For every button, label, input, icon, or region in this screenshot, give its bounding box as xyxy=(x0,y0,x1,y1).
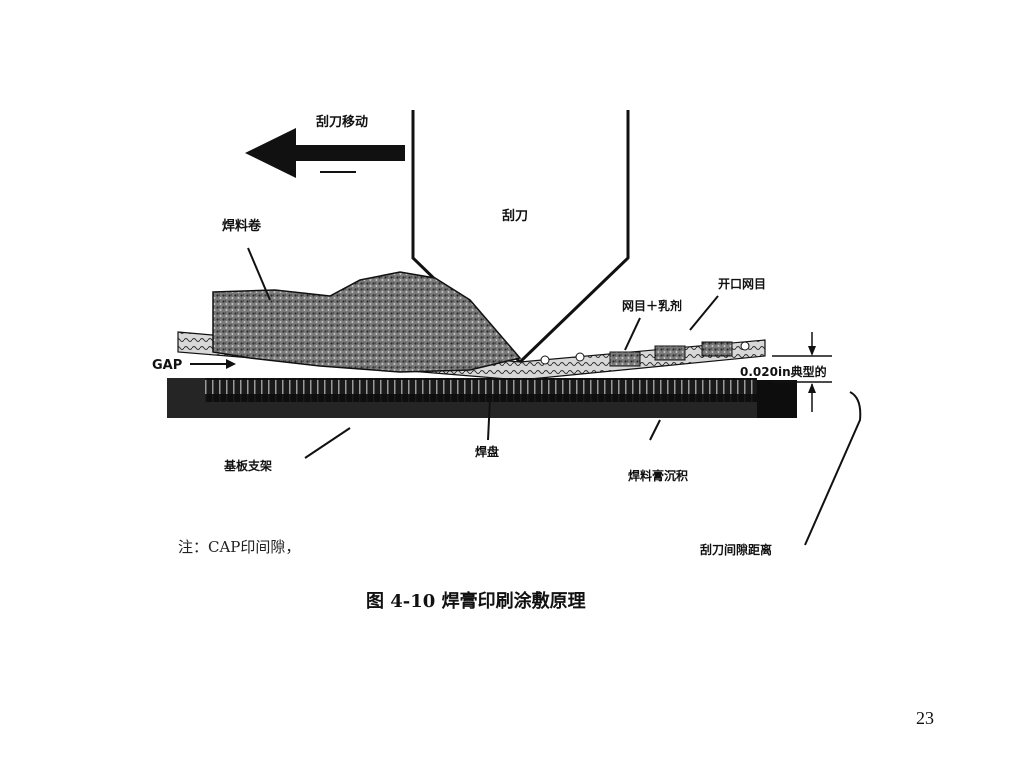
label-thickness: 0.020in典型的 xyxy=(740,364,827,379)
stencil-screen xyxy=(177,331,766,381)
leader-lines xyxy=(247,247,862,546)
label-mesh-emulsion: 网目＋乳剂 xyxy=(622,298,682,313)
label-blade-move: 刮刀移动 xyxy=(316,114,368,130)
paste-deposits xyxy=(540,341,750,367)
thickness-dimension xyxy=(772,332,832,412)
gap-arrow xyxy=(190,359,236,369)
label-pad: 焊盘 xyxy=(475,444,499,459)
label-gap: GAP xyxy=(152,358,182,373)
label-solder-roll: 焊料卷 xyxy=(222,218,262,234)
label-substrate-support: 基板支架 xyxy=(223,458,272,473)
label-open-mesh: 开口网目 xyxy=(718,277,766,291)
page-number: 23 xyxy=(916,708,934,728)
pcb-substrate xyxy=(167,378,797,418)
label-paste-deposit: 焊料膏沉积 xyxy=(628,468,688,483)
diagram-note: 注：CAP印间隙， xyxy=(178,538,301,556)
blade-direction-arrow xyxy=(245,128,405,178)
label-snap-off: 刮刀间隙距离 xyxy=(700,542,772,557)
figure-caption: 图 4-10 焊膏印刷涂敷原理 xyxy=(366,591,586,612)
label-squeegee: 刮刀 xyxy=(502,208,528,224)
solder-paste-roll xyxy=(212,271,522,373)
